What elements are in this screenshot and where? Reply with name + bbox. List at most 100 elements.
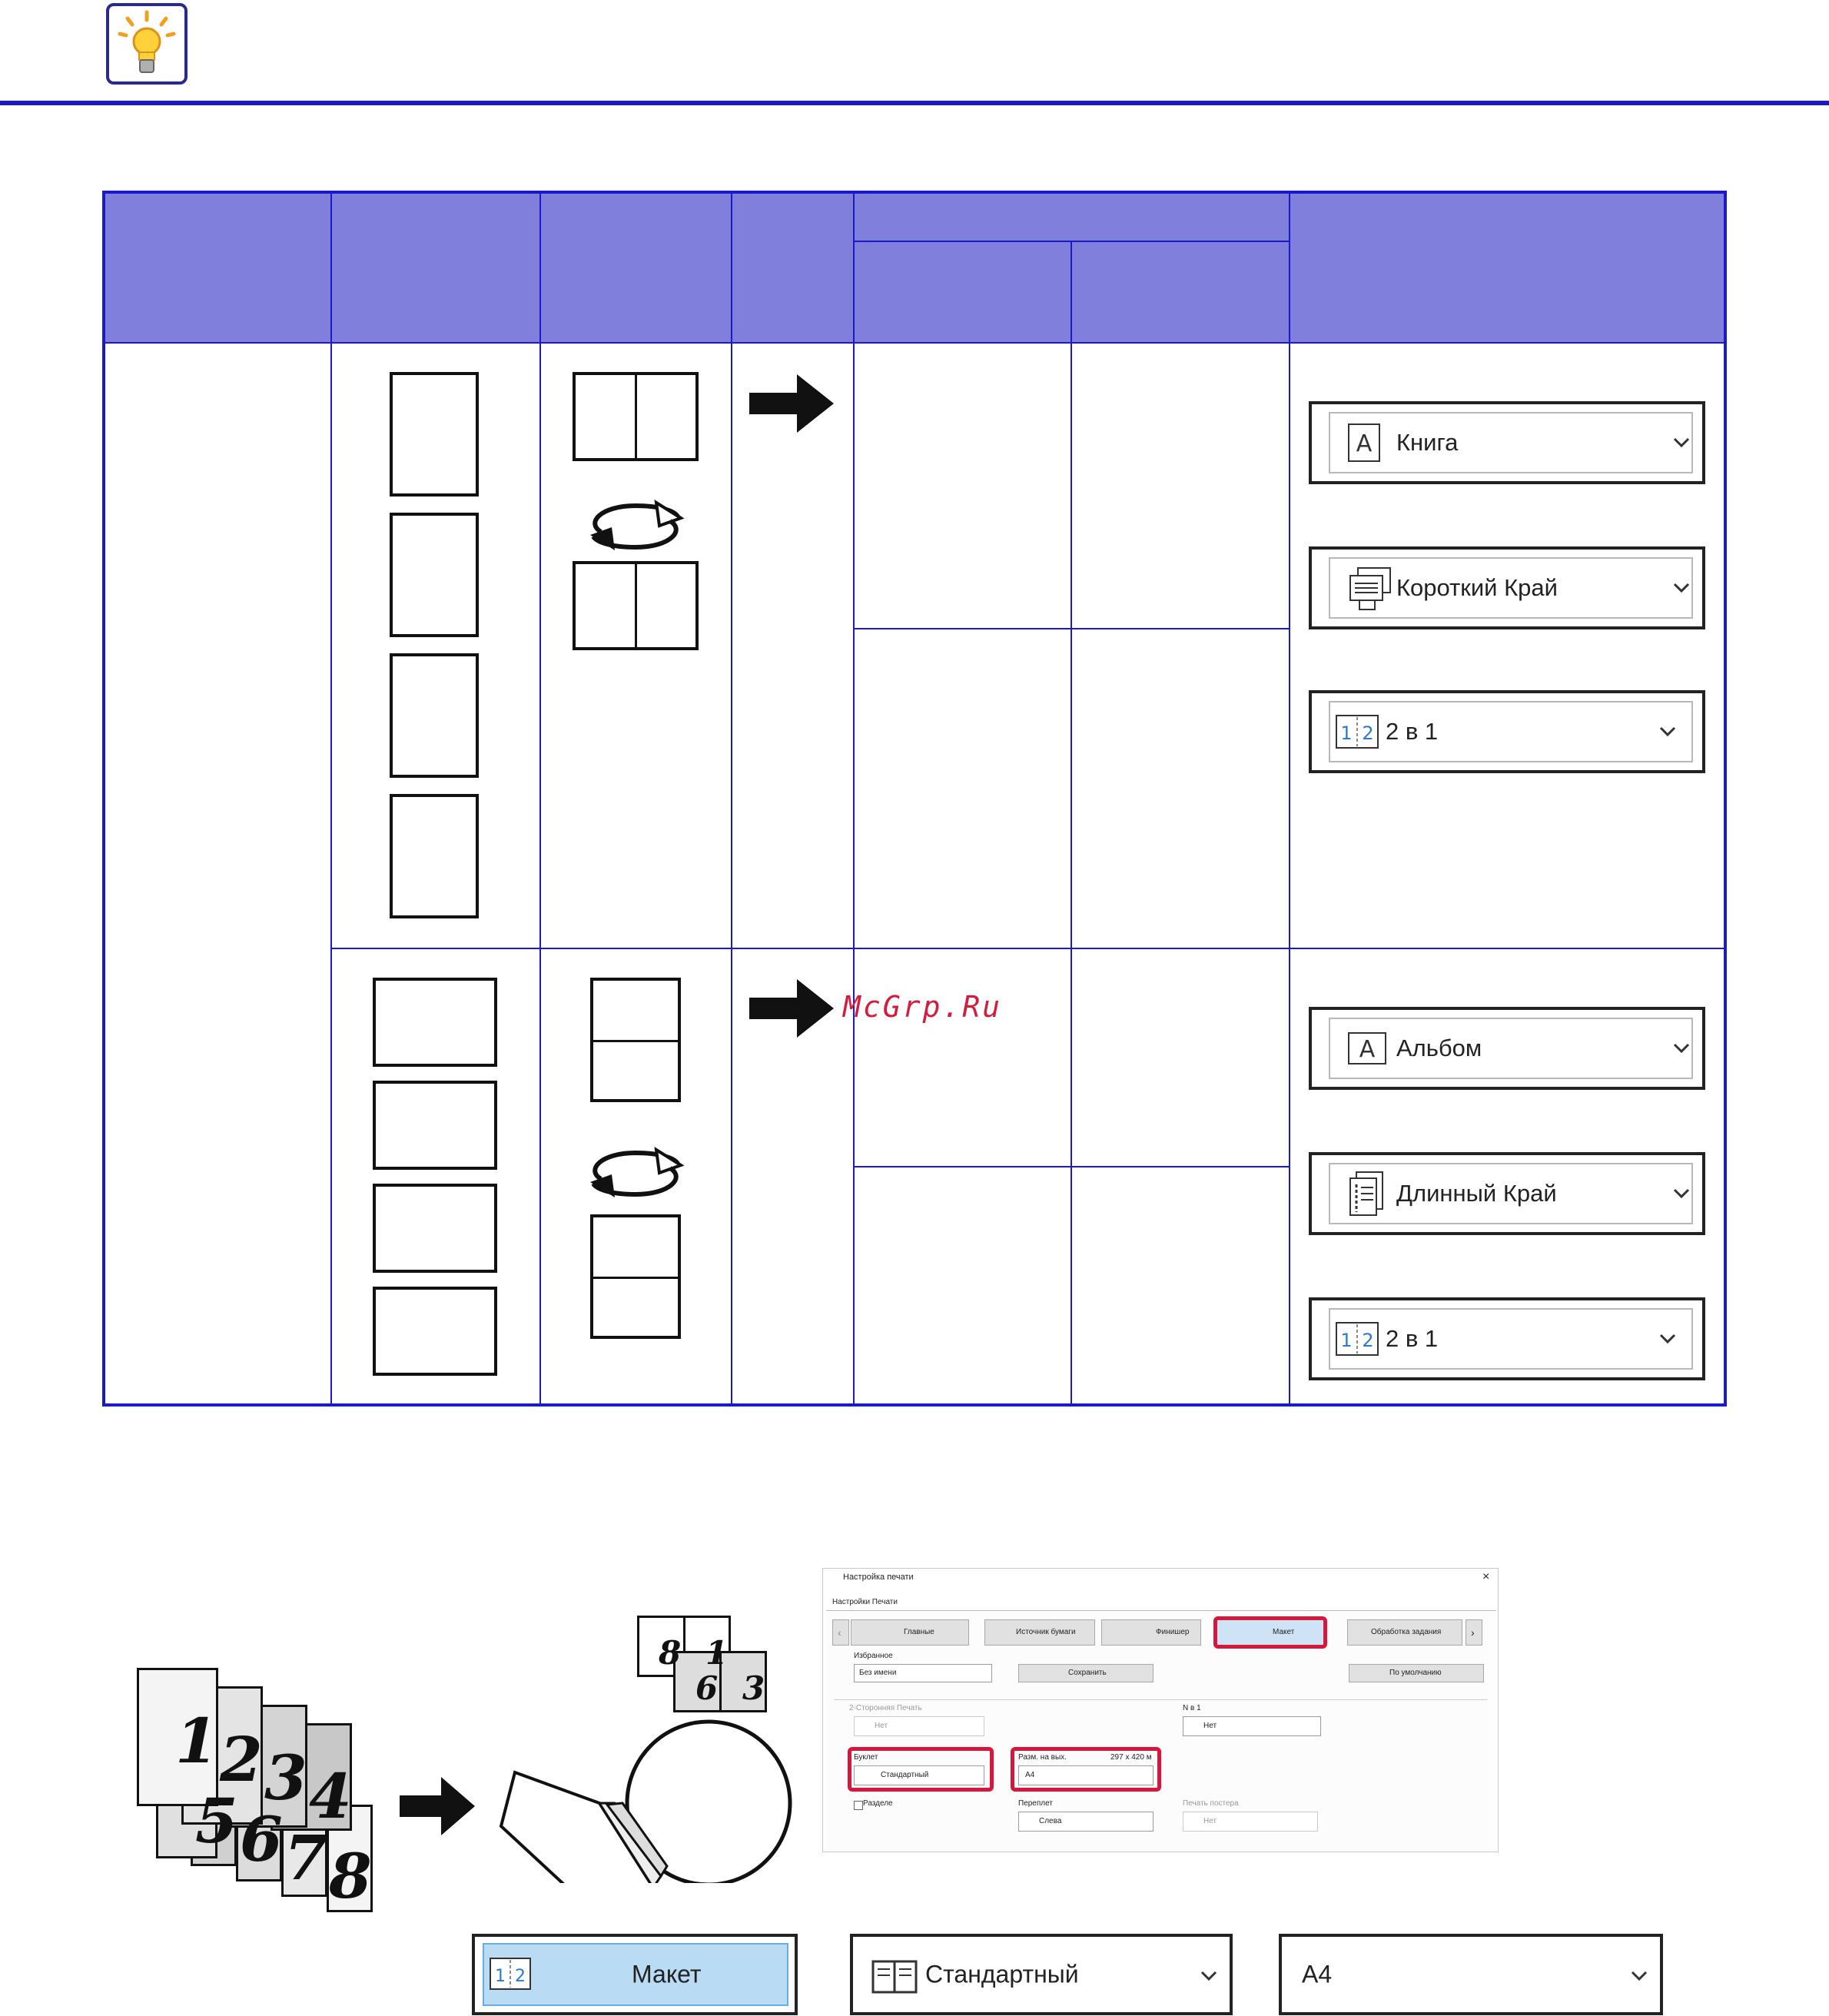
output-size-select[interactable]: A4 xyxy=(1018,1765,1153,1785)
original-page xyxy=(373,1184,497,1273)
page-number: 3 xyxy=(264,1742,307,1814)
dropdown-label: 2 в 1 xyxy=(1386,718,1439,745)
page-number: 4 xyxy=(309,1760,352,1832)
svg-text:A: A xyxy=(1356,430,1373,457)
booklet-select[interactable]: Стандартный xyxy=(854,1765,984,1785)
chevron-down-icon xyxy=(1673,583,1690,593)
svg-text:1: 1 xyxy=(1340,722,1352,744)
text-orientation-icon: A xyxy=(1348,1032,1386,1064)
booklet-select-large[interactable]: Стандартный xyxy=(850,1934,1233,2015)
page-number: 1 xyxy=(175,1705,218,1777)
tab-print-settings[interactable]: Настройки Печати xyxy=(832,1598,898,1606)
page-number: 6 xyxy=(240,1803,283,1875)
booklet-select-label: Стандартный xyxy=(925,1960,1079,1988)
page-number: 1 xyxy=(705,1634,729,1672)
page-number: 3 xyxy=(742,1669,765,1707)
original-page xyxy=(390,513,479,637)
chevron-down-icon xyxy=(1673,437,1690,448)
arrow-right-icon xyxy=(400,1777,475,1835)
nav-prev-button[interactable]: ‹ xyxy=(832,1619,849,1646)
dialog-title: Настройка печати xyxy=(843,1573,914,1582)
chevron-down-icon xyxy=(1673,1188,1690,1199)
flip-icon xyxy=(590,1147,685,1197)
page-number: 2 xyxy=(220,1723,263,1795)
orientation-dropdown[interactable]: A Альбом xyxy=(1309,1007,1705,1090)
svg-text:2: 2 xyxy=(1362,722,1373,744)
svg-text:1: 1 xyxy=(495,1967,506,1986)
table-border xyxy=(102,191,1727,1407)
chevron-down-icon xyxy=(1200,1971,1217,1981)
watermark: McGrp.Ru xyxy=(843,990,1003,1024)
original-page xyxy=(390,372,479,497)
orientation-dropdown[interactable]: A Книга xyxy=(1309,401,1705,484)
dropdown-label: Книга xyxy=(1396,429,1459,456)
chevron-down-icon xyxy=(1673,1043,1690,1054)
original-page xyxy=(373,1081,497,1170)
original-page xyxy=(373,978,497,1067)
page-number: 7 xyxy=(284,1822,327,1894)
output-sheet xyxy=(573,372,699,461)
page-number: 6 xyxy=(695,1669,719,1707)
tab-layout[interactable]: Макет xyxy=(1217,1619,1324,1646)
nup-select[interactable]: Нет xyxy=(1183,1716,1321,1736)
svg-text:1: 1 xyxy=(1340,1330,1352,1351)
booklet-highlight xyxy=(848,1747,994,1792)
svg-text:A: A xyxy=(1359,1036,1376,1063)
chevron-down-icon xyxy=(1659,726,1676,737)
binding-select[interactable]: Слева xyxy=(1018,1812,1153,1832)
long-edge-binding-icon xyxy=(1349,1171,1383,1216)
output-size-highlight xyxy=(1011,1747,1161,1792)
original-page xyxy=(373,1287,497,1376)
layout-tab-highlight xyxy=(1213,1616,1327,1649)
output-size-select-large[interactable]: A4 xyxy=(1279,1934,1663,2015)
tab-job-handling[interactable]: Обработка задания xyxy=(1347,1619,1462,1646)
page-number: 8 xyxy=(659,1634,682,1672)
flip-icon xyxy=(590,500,685,550)
page-number: 8 xyxy=(329,1840,372,1912)
layout-tab-label: Макет xyxy=(632,1960,702,1988)
folded-booklet xyxy=(500,1719,792,1883)
nav-next-button[interactable]: › xyxy=(1466,1619,1482,1646)
tab-main[interactable]: Главные xyxy=(851,1619,969,1646)
binding-edge-dropdown[interactable]: Длинный Край xyxy=(1309,1152,1705,1235)
table-header-bg xyxy=(104,192,1725,343)
dropdown-label: Длинный Край xyxy=(1396,1180,1557,1207)
output-sheet xyxy=(590,1214,681,1339)
svg-text:2: 2 xyxy=(1362,1330,1373,1351)
dropdown-label: Короткий Край xyxy=(1396,574,1558,601)
original-page xyxy=(390,653,479,778)
text-orientation-icon: A xyxy=(1348,423,1380,462)
header-rule xyxy=(0,101,1829,105)
dropdown-label: Альбом xyxy=(1396,1035,1482,1061)
close-icon[interactable]: × xyxy=(1482,1570,1490,1583)
tab-finisher[interactable]: Финишер xyxy=(1101,1619,1201,1646)
short-edge-binding-icon xyxy=(1349,567,1391,610)
page-number: 5 xyxy=(195,1785,238,1857)
size-select-label: A4 xyxy=(1302,1960,1333,1988)
favorites-select[interactable]: Без имени xyxy=(854,1664,992,1682)
tip-icon xyxy=(106,3,188,85)
tab-paper-source[interactable]: Источник бумаги xyxy=(984,1619,1095,1646)
chevron-down-icon xyxy=(1631,1971,1648,1981)
original-page xyxy=(390,794,479,918)
svg-text:2: 2 xyxy=(515,1967,526,1986)
arrow-right-icon xyxy=(749,374,834,433)
duplex-select[interactable]: Нет xyxy=(854,1716,984,1736)
default-button[interactable]: По умолчанию xyxy=(1349,1664,1484,1682)
dropdown-label: 2 в 1 xyxy=(1386,1325,1439,1352)
output-sheet xyxy=(590,978,681,1102)
poster-select[interactable]: Нет xyxy=(1183,1812,1318,1832)
chevron-down-icon xyxy=(1659,1333,1676,1344)
output-sheet xyxy=(573,561,699,650)
save-button[interactable]: Сохранить xyxy=(1018,1664,1153,1682)
print-settings-dialog: Настройка печати × Настройки Печати ‹ Гл… xyxy=(822,1568,1499,1852)
arrow-right-icon xyxy=(749,979,834,1038)
binding-edge-dropdown[interactable]: Короткий Край xyxy=(1309,546,1705,629)
booklet-icon xyxy=(871,1960,918,1994)
